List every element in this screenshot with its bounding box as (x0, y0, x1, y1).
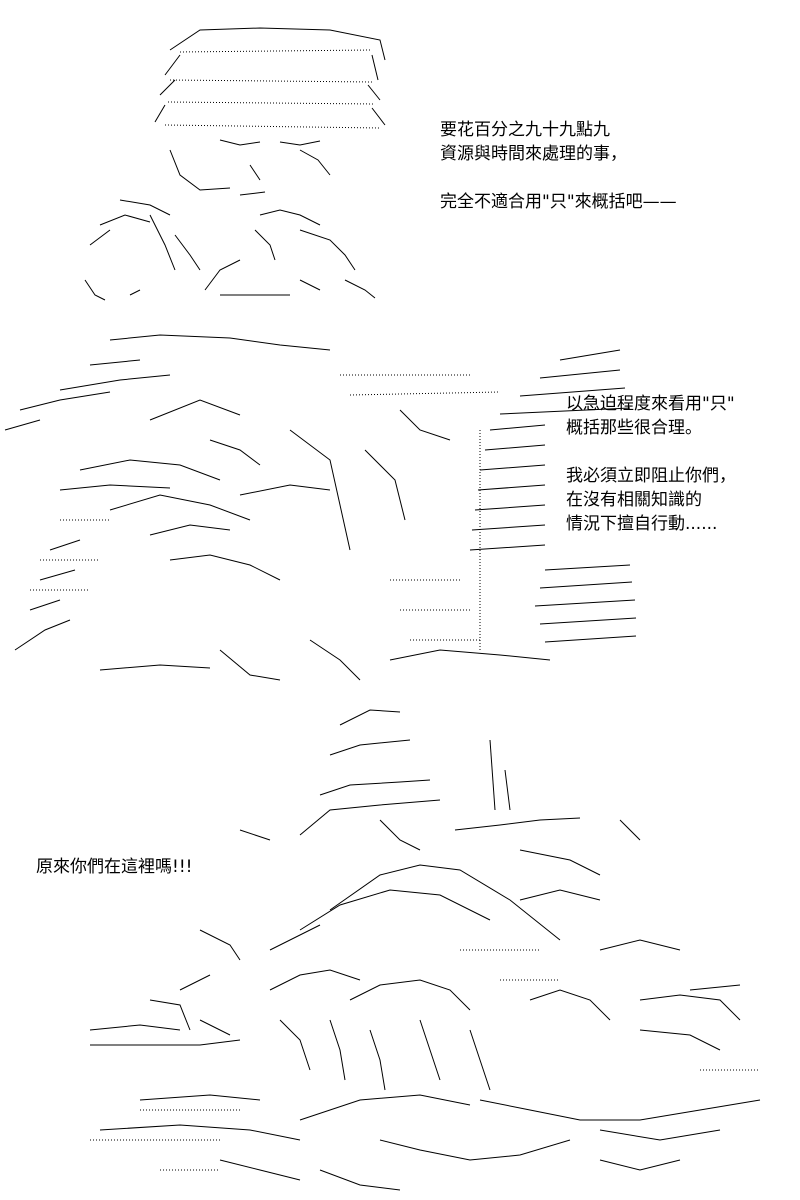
narration-caption: 要花百分之九十九點九 資源與時間來處理的事， 完全不適合用"只"來概括吧—— (440, 118, 677, 214)
caption-line: 我必須立即阻止你們， (566, 466, 736, 486)
caption-line: 在沒有相關知識的 (566, 490, 702, 510)
ascii-art-character-charging-icon (4, 334, 637, 681)
caption-line: 完全不適合用"只"來概括吧—— (440, 192, 677, 212)
caption-line: 以急迫程度來看用"只" (566, 394, 735, 414)
caption-line: 原來你們在這裡嗎!!! (36, 857, 193, 877)
narration-caption: 以急迫程度來看用"只" 概括那些很合理。 我必須立即阻止你們， 在沒有相關知識的… (566, 392, 736, 536)
panel-3: 原來你們在這裡嗎!!! (0, 700, 800, 1200)
panel-2: 以急迫程度來看用"只" 概括那些很合理。 我必須立即阻止你們， 在沒有相關知識的… (0, 320, 800, 700)
caption-line: 概括那些很合理。 (566, 418, 702, 438)
panel-1: 要花百分之九十九點九 資源與時間來處理的事， 完全不適合用"只"來概括吧—— (0, 0, 800, 320)
ascii-art-group-crowd-icon (89, 709, 761, 1191)
caption-line: 要花百分之九十九點九 (440, 120, 610, 140)
caption-line: 資源與時間來處理的事， (440, 144, 627, 164)
speech-caption: 原來你們在這裡嗎!!! (36, 855, 192, 879)
caption-line: 情況下擅自行動...... (566, 514, 718, 534)
ascii-art-character-portrait-icon (84, 27, 386, 301)
